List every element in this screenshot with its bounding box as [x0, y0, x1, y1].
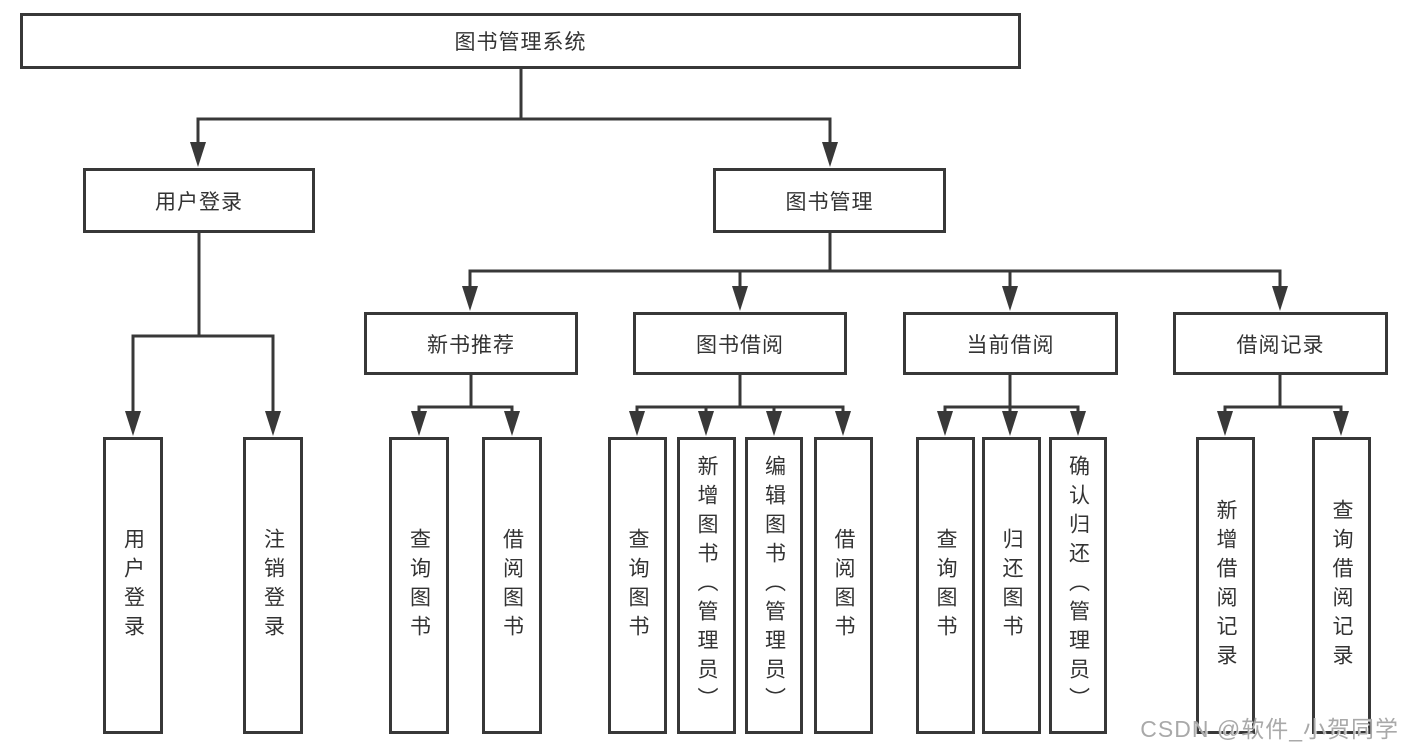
- node-borrow-records: 借阅记录: [1173, 312, 1388, 375]
- leaf-confirm-return-admin-label: 确认归还（管理员）: [1066, 455, 1090, 716]
- node-library-management-system-label: 图书管理系统: [454, 31, 587, 54]
- leaf-user-login-label: 用户登录: [121, 527, 145, 644]
- node-current-borrow: 当前借阅: [903, 312, 1118, 375]
- connector-current-borrow-to-leaves: [937, 375, 1086, 436]
- connector-book-management-to-level3: [462, 233, 1288, 311]
- connector-borrow-records-to-leaves: [1217, 375, 1349, 436]
- leaf-add-borrow-record: 新增借阅记录: [1196, 437, 1255, 734]
- leaf-borrow-books-recommend-label: 借阅图书: [500, 527, 524, 644]
- leaf-query-books-recommend-label: 查询图书: [407, 527, 431, 644]
- leaf-edit-book-admin: 编辑图书（管理员）: [745, 437, 803, 734]
- leaf-add-book-admin: 新增图书（管理员）: [677, 437, 736, 734]
- connector-book-borrow-to-leaves: [629, 375, 851, 436]
- leaf-borrow-books-borrow-label: 借阅图书: [832, 527, 855, 644]
- leaf-edit-book-admin-label: 编辑图书（管理员）: [762, 455, 786, 716]
- leaf-query-borrow-record: 查询借阅记录: [1312, 437, 1371, 734]
- connector-user-login-to-leaves: [125, 233, 281, 436]
- node-new-book-recommend-label: 新书推荐: [427, 333, 515, 357]
- leaf-query-books-borrow: 查询图书: [608, 437, 667, 734]
- leaf-borrow-books-recommend: 借阅图书: [482, 437, 542, 734]
- connector-new-book-recommend-to-leaves: [411, 375, 520, 436]
- leaf-user-login: 用户登录: [103, 437, 163, 734]
- leaf-add-book-admin-label: 新增图书（管理员）: [695, 455, 718, 716]
- node-library-management-system: 图书管理系统: [20, 13, 1021, 69]
- leaf-query-books-current-label: 查询图书: [934, 527, 957, 644]
- node-current-borrow-label: 当前借阅: [966, 333, 1055, 357]
- node-user-login-label: 用户登录: [155, 190, 243, 214]
- node-book-management-label: 图书管理: [785, 190, 874, 214]
- node-borrow-records-label: 借阅记录: [1236, 333, 1325, 357]
- leaf-confirm-return-admin: 确认归还（管理员）: [1049, 437, 1107, 734]
- watermark: CSDN @软件_小贺同学: [1140, 716, 1399, 742]
- node-book-borrow: 图书借阅: [633, 312, 847, 375]
- node-new-book-recommend: 新书推荐: [364, 312, 578, 375]
- leaf-borrow-books-borrow: 借阅图书: [814, 437, 873, 734]
- connector-root-to-level2: [190, 69, 838, 167]
- node-book-borrow-label: 图书借阅: [696, 333, 784, 357]
- leaf-query-books-current: 查询图书: [916, 437, 975, 734]
- leaf-logout: 注销登录: [243, 437, 303, 734]
- leaf-return-books: 归还图书: [982, 437, 1041, 734]
- leaf-logout-label: 注销登录: [261, 527, 285, 644]
- leaf-add-borrow-record-label: 新增借阅记录: [1214, 498, 1237, 673]
- node-user-login: 用户登录: [83, 168, 315, 233]
- node-book-management: 图书管理: [713, 168, 946, 233]
- leaf-query-books-borrow-label: 查询图书: [626, 527, 649, 644]
- leaf-query-books-recommend: 查询图书: [389, 437, 449, 734]
- leaf-return-books-label: 归还图书: [1000, 527, 1023, 644]
- leaf-query-borrow-record-label: 查询借阅记录: [1330, 498, 1353, 673]
